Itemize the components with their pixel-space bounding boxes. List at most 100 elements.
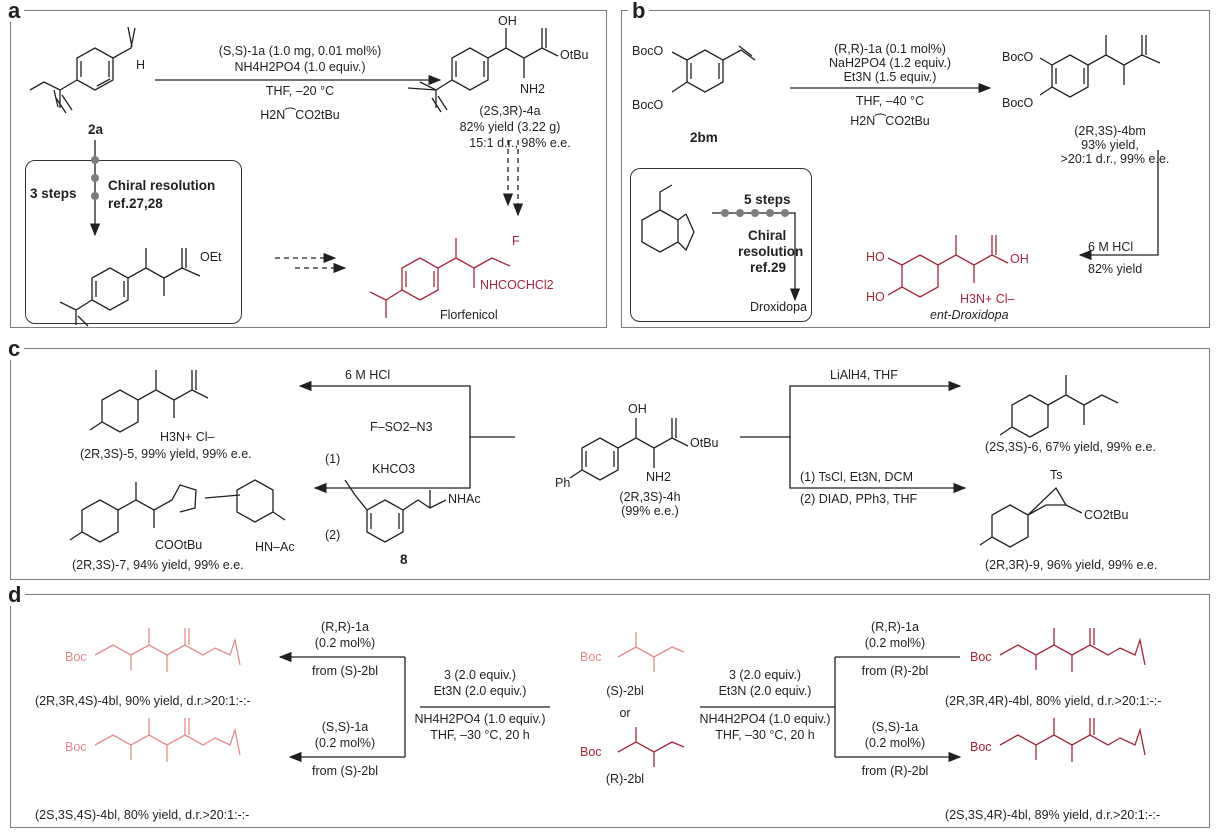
d-p1-boc: Boc bbox=[65, 650, 87, 664]
d-p2: (2S,3S,4S)-4bl, 80% yield, d.r.>20:1:-:- bbox=[35, 808, 250, 822]
a-chiral-res: Chiral resolution bbox=[108, 178, 216, 193]
a-f: F bbox=[512, 234, 520, 248]
c-ts2: (2) DIAD, PPh3, THF bbox=[800, 492, 918, 506]
b-steps: 5 steps bbox=[744, 192, 791, 207]
c-ph: Ph bbox=[555, 476, 571, 490]
panel-b-label: b bbox=[628, 0, 650, 22]
d-cond-right-1: 3 (2.0 equiv.) bbox=[728, 668, 802, 682]
d-ss-right: (S,S)-1a bbox=[871, 720, 919, 734]
b-prod-yield: 93% yield, bbox=[1081, 138, 1139, 152]
c-h3n: H3N+ Cl– bbox=[160, 430, 215, 444]
b-sm-label: 2bm bbox=[690, 130, 718, 145]
b-boc-3: BocO bbox=[1002, 50, 1034, 64]
d-cond-right-3: NH4H2PO4 (1.0 equiv.) bbox=[699, 712, 831, 726]
a-nh2: NH2 bbox=[520, 82, 546, 96]
a-cond-2: NH4H2PO4 (1.0 equiv.) bbox=[234, 60, 366, 74]
d-load-3: (0.2 mol%) bbox=[864, 636, 926, 650]
d-p4: (2S,3S,4R)-4bl, 89% yield, d.r.>20:1:-:- bbox=[945, 808, 1161, 822]
d-from-r-1: from (R)-2bl bbox=[861, 664, 929, 678]
c-center-label: (2R,3S)-4h bbox=[619, 490, 681, 504]
sm-2bm bbox=[671, 45, 756, 93]
d-rr-right: (R,R)-1a bbox=[871, 620, 919, 634]
b-prod-sel: >20:1 d.r., 99% e.e. bbox=[1060, 152, 1170, 166]
d-cond-left-3: NH4H2PO4 (1.0 equiv.) bbox=[414, 712, 546, 726]
d-sm-s-boc: Boc bbox=[580, 650, 602, 664]
d-sm-r-label: (R)-2bl bbox=[605, 772, 645, 786]
d-load-1: (0.2 mol%) bbox=[314, 636, 376, 650]
panel-c-label: c bbox=[4, 338, 25, 360]
b-hcl-yield: 82% yield bbox=[1088, 262, 1143, 276]
a-prod-label: (2S,3R)-4a bbox=[479, 104, 541, 118]
b-cond-2: NaH2PO4 (1.2 equiv.) bbox=[828, 56, 952, 70]
b-ammonium: H3N+ Cl– bbox=[960, 292, 1015, 306]
d-or: or bbox=[619, 706, 631, 720]
sm-2a-ring bbox=[29, 26, 136, 114]
c-center-ee: (99% e.e.) bbox=[621, 504, 679, 518]
a-prod-yield: 82% yield (3.22 g) bbox=[459, 120, 561, 134]
d-ss-left: (S,S)-1a bbox=[321, 720, 369, 734]
panel-b-resolution-box bbox=[630, 168, 812, 322]
center-4h bbox=[569, 418, 689, 481]
d-p4-boc: Boc bbox=[970, 740, 992, 754]
c-cootbu: COOtBu bbox=[155, 538, 203, 552]
d-p2-boc: Boc bbox=[65, 740, 87, 754]
b-ho-2: HO bbox=[866, 290, 885, 304]
a-steps: 3 steps bbox=[30, 186, 77, 201]
a-sm-label: 2a bbox=[88, 122, 104, 137]
c-khco3: KHCO3 bbox=[372, 462, 416, 476]
c-oh: OH bbox=[628, 402, 647, 416]
c-nh2: NH2 bbox=[646, 470, 672, 484]
b-chiral: Chiral bbox=[748, 228, 787, 243]
d-sm-r-boc: Boc bbox=[580, 745, 602, 759]
b-hcl: 6 M HCl bbox=[1088, 240, 1134, 254]
d-cond-left-2: Et3N (2.0 equiv.) bbox=[433, 684, 527, 698]
d-prod-4 bbox=[999, 718, 1146, 762]
d-cond-left-4: THF, –30 °C, 20 h bbox=[430, 728, 530, 742]
a-cond-1: (S,S)-1a (1.0 mg, 0.01 mol%) bbox=[218, 44, 382, 58]
c-step2: (2) bbox=[325, 528, 341, 542]
d-from-r-2: from (R)-2bl bbox=[861, 764, 929, 778]
b-ho-1: HO bbox=[866, 250, 885, 264]
c-alkyne-label: 8 bbox=[400, 552, 408, 567]
a-aldehyde-h: H bbox=[136, 58, 146, 72]
product-5 bbox=[89, 370, 209, 433]
d-cond-right-2: Et3N (2.0 equiv.) bbox=[718, 684, 812, 698]
b-boc-4: BocO bbox=[1002, 96, 1034, 110]
b-boc-2: BocO bbox=[632, 98, 664, 112]
product-4a bbox=[407, 28, 559, 113]
c-p9: (2R,3R)-9, 96% yield, 99% e.e. bbox=[985, 558, 1158, 572]
c-hcl: 6 M HCl bbox=[345, 368, 391, 382]
c-p6: (2S,3S)-6, 67% yield, 99% e.e. bbox=[985, 440, 1156, 454]
d-p1: (2R,3R,4S)-4bl, 90% yield, d.r.>20:1:-:- bbox=[35, 694, 251, 708]
a-reagent: H2N⁀CO2tBu bbox=[260, 108, 340, 122]
a-cond-3: THF, –20 °C bbox=[265, 84, 335, 98]
b-reagent: H2N⁀CO2tBu bbox=[850, 114, 930, 128]
c-nhac: NHAc bbox=[448, 492, 481, 506]
d-rr-left: (R,R)-1a bbox=[321, 620, 369, 634]
b-resolution: resolution bbox=[738, 244, 804, 259]
d-p3-boc: Boc bbox=[970, 650, 992, 664]
d-cond-left-1: 3 (2.0 equiv.) bbox=[443, 668, 517, 682]
c-hnac: HN–Ac bbox=[255, 540, 295, 554]
panel-d-label: d bbox=[4, 584, 26, 606]
a-oh: OH bbox=[498, 14, 517, 28]
d-sm-r bbox=[617, 727, 685, 767]
panel-a-resolution-box bbox=[25, 160, 242, 324]
d-from-s-1: from (S)-2bl bbox=[312, 664, 378, 678]
c-step1: (1) bbox=[325, 452, 341, 466]
b-droxidopa: Droxidopa bbox=[750, 300, 807, 314]
a-target: Florfenicol bbox=[440, 308, 498, 322]
c-p7: (2R,3S)-7, 94% yield, 99% e.e. bbox=[72, 558, 244, 572]
a-prod-sel: 15:1 d.r., 98% e.e. bbox=[469, 136, 571, 150]
c-so2: F–SO2–N3 bbox=[370, 420, 433, 434]
b-cond-4: THF, –40 °C bbox=[855, 94, 925, 108]
d-prod-1 bbox=[94, 628, 241, 672]
b-target: ent-Droxidopa bbox=[930, 308, 1009, 322]
b-cond-3: Et3N (1.5 equiv.) bbox=[843, 70, 937, 84]
product-9 bbox=[979, 486, 1083, 548]
d-prod-3 bbox=[999, 628, 1146, 672]
c-ts1: (1) TsCl, Et3N, DCM bbox=[800, 470, 913, 484]
b-cond-1: (R,R)-1a (0.1 mol%) bbox=[834, 42, 946, 56]
d-cond-right-4: THF, –30 °C, 20 h bbox=[715, 728, 815, 742]
